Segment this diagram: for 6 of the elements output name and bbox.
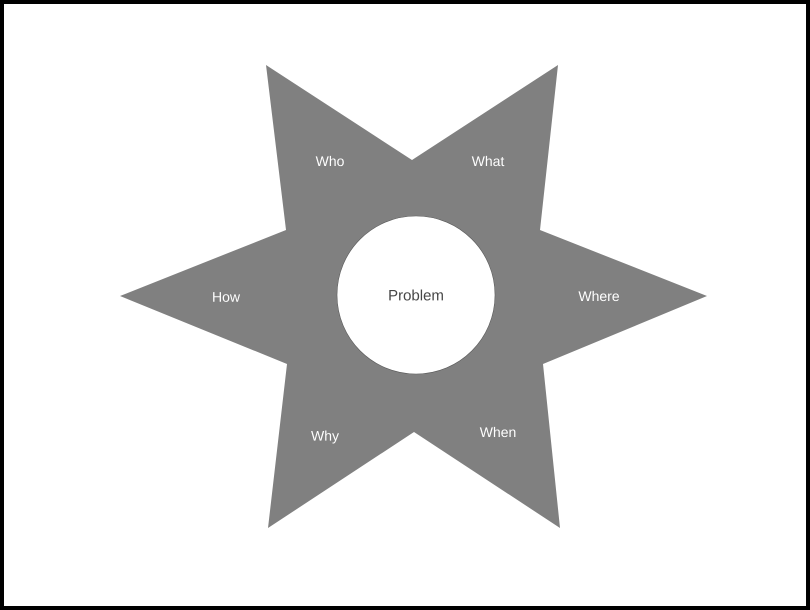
star-label: Where [578,290,619,302]
star-label: What [472,156,504,166]
star-label: How [213,292,240,302]
star-label: Who [316,156,344,166]
star-label: When [480,426,516,438]
star-label: Why [311,430,339,444]
